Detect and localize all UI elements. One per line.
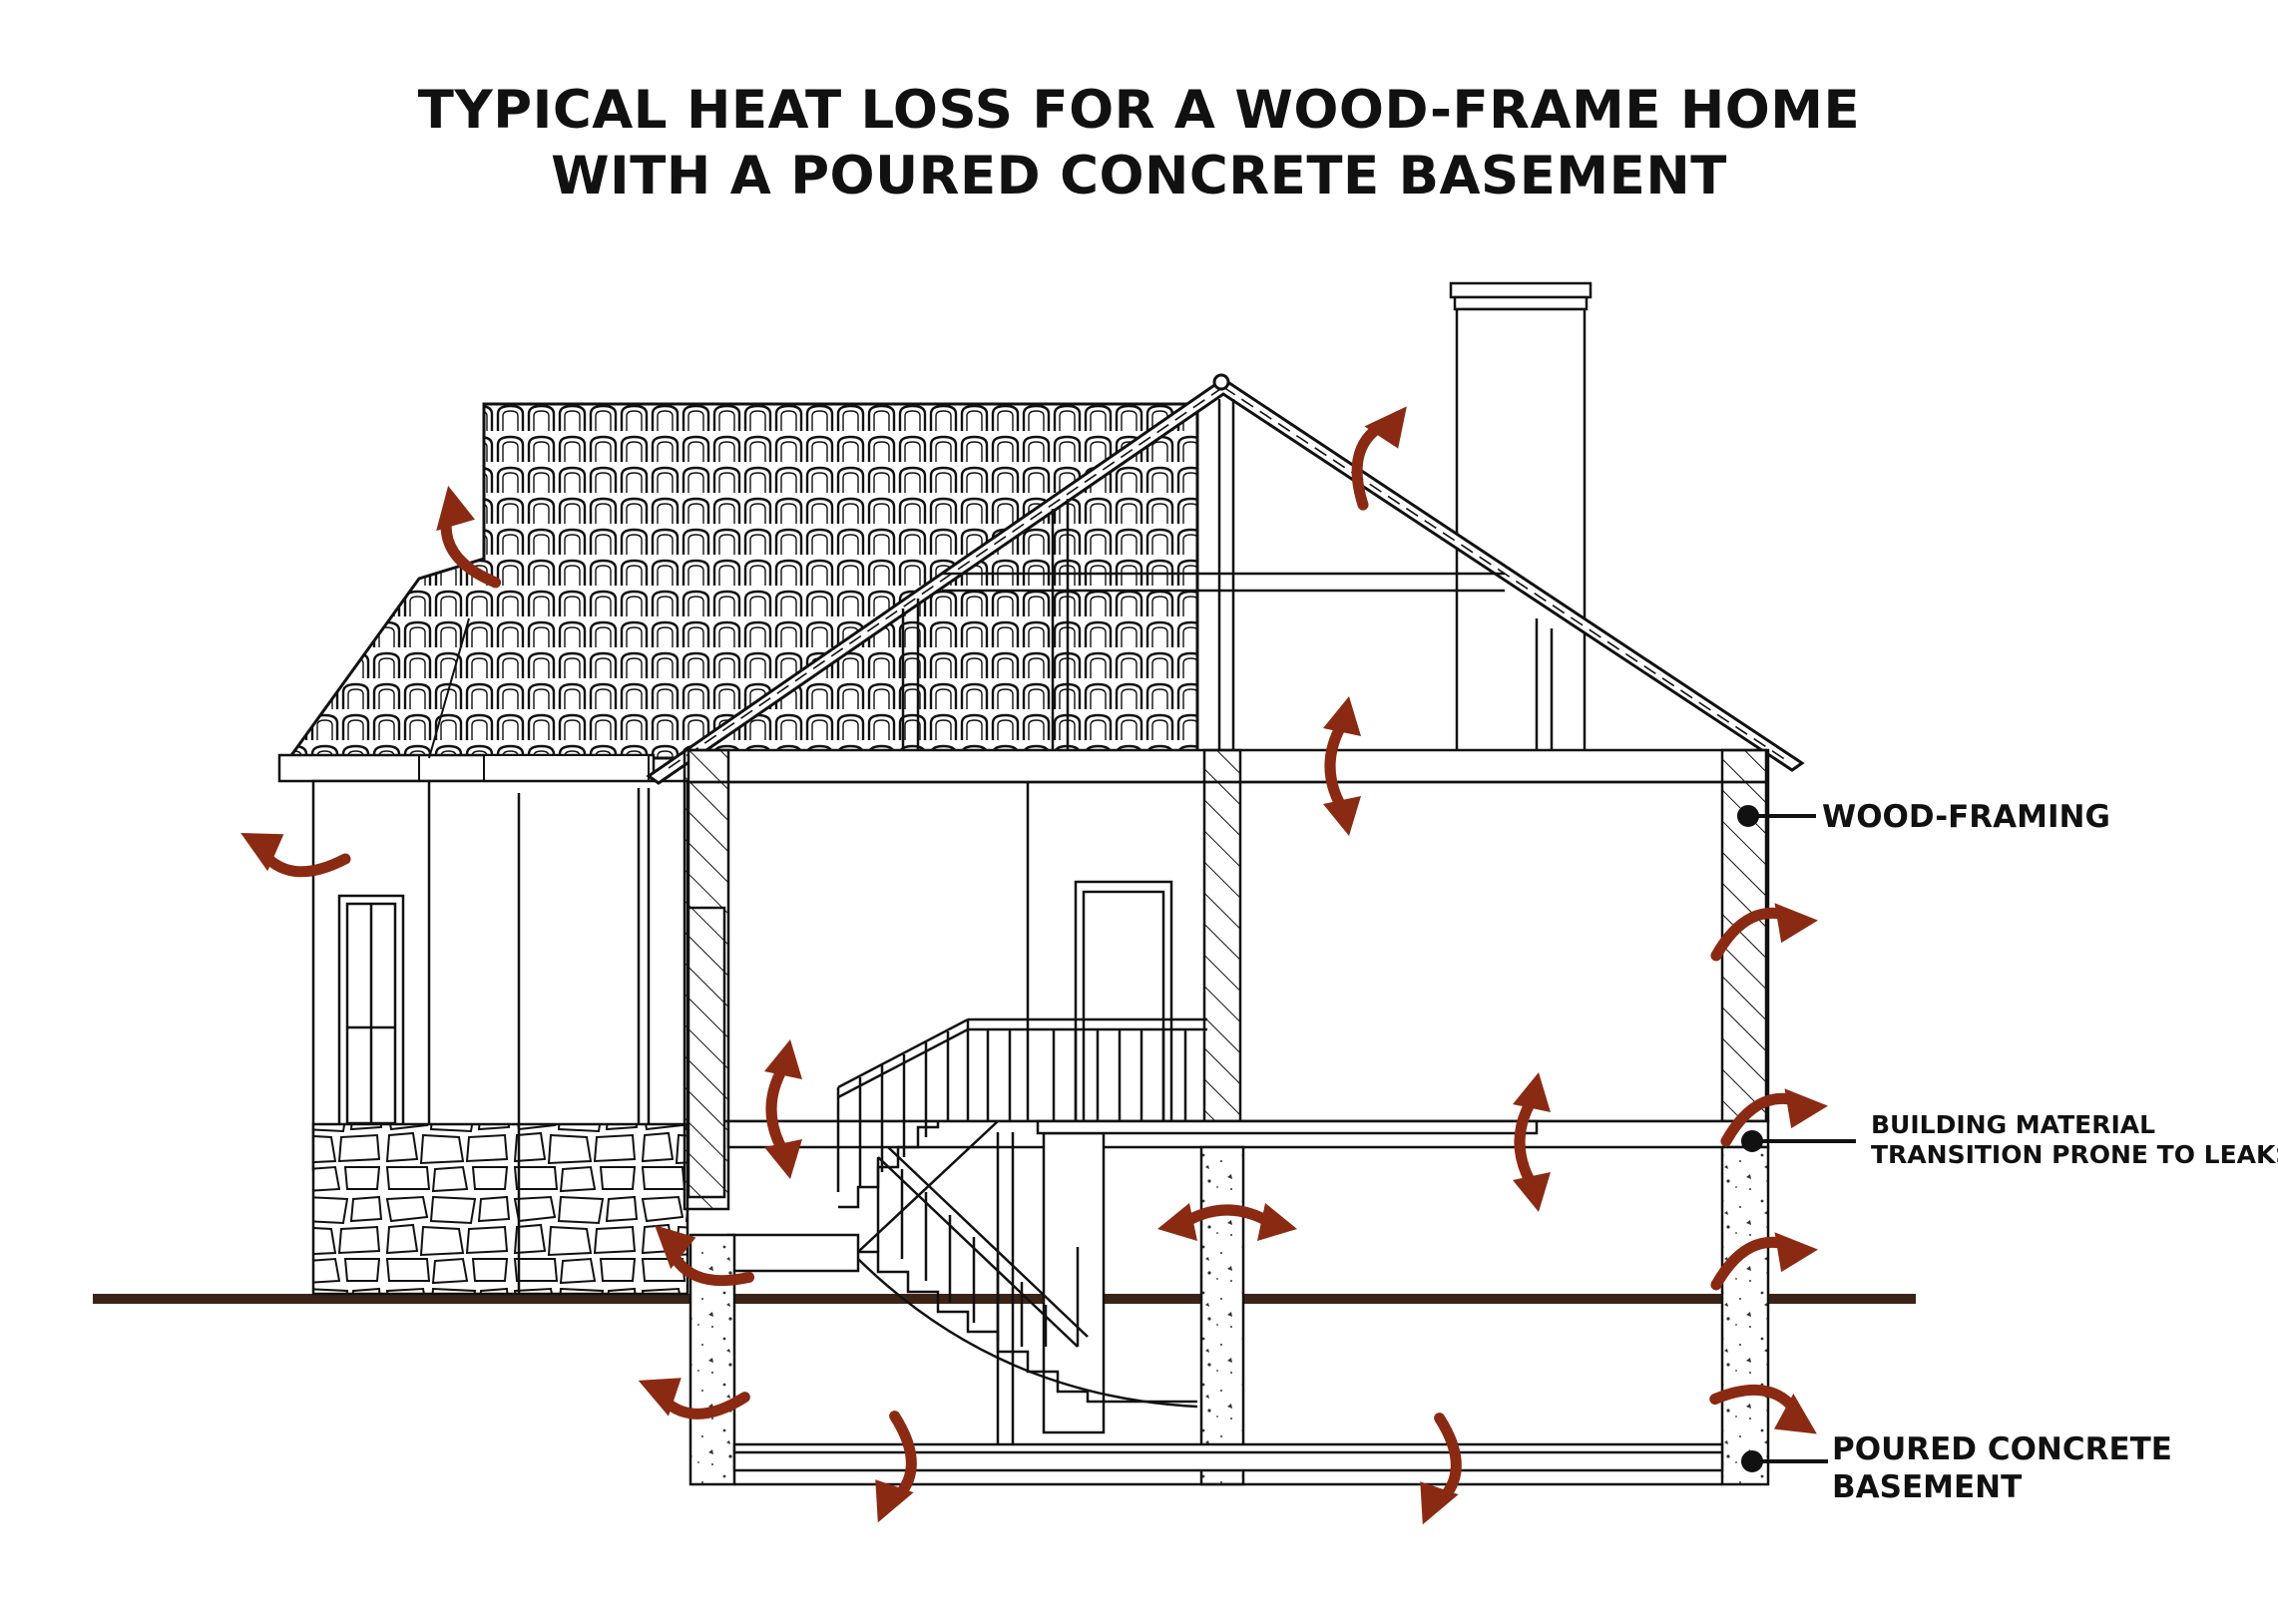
diagram-title: TYPICAL HEAT LOSS FOR A WOOD-FRAME HOME … [0, 78, 2278, 209]
callout-dot [1741, 1130, 1763, 1152]
basement-walls [688, 1145, 1770, 1486]
ground-line [93, 1294, 1916, 1304]
callout-dot [1741, 1450, 1763, 1472]
heat-arrow-icon [764, 1039, 802, 1179]
heat-arrow-icon [1413, 1417, 1471, 1529]
callout-transition-line-1: BUILDING MATERIAL [1871, 1110, 2156, 1139]
callout-basement-line-2: BASEMENT [1832, 1469, 2023, 1505]
balcony-railing [836, 1017, 1207, 1192]
callout-transition-line-2: TRANSITION PRONE TO LEAKS [1871, 1140, 2278, 1169]
chimney [1449, 281, 1593, 755]
callout-dot [1737, 805, 1759, 827]
callout-transition: BUILDING MATERIAL TRANSITION PRONE TO LE… [1871, 1110, 2278, 1170]
attic-framing [901, 399, 1554, 750]
staircase [726, 1120, 1198, 1466]
callout-basement-line-1: POURED CONCRETE [1832, 1431, 2172, 1467]
callout-wood-framing: WOOD-FRAMING [1822, 799, 2110, 835]
callout-leaders [1737, 805, 1856, 1472]
left-wing-roof [277, 402, 1199, 794]
floor-deck [726, 1119, 1770, 1434]
callout-basement: POURED CONCRETE BASEMENT [1832, 1430, 2172, 1506]
stone-base [311, 1122, 689, 1296]
left-wing-walls [311, 779, 689, 1242]
title-line-2: WITH A POURED CONCRETE BASEMENT [551, 146, 1727, 206]
title-line-1: TYPICAL HEAT LOSS FOR A WOOD-FRAME HOME [417, 80, 1861, 141]
